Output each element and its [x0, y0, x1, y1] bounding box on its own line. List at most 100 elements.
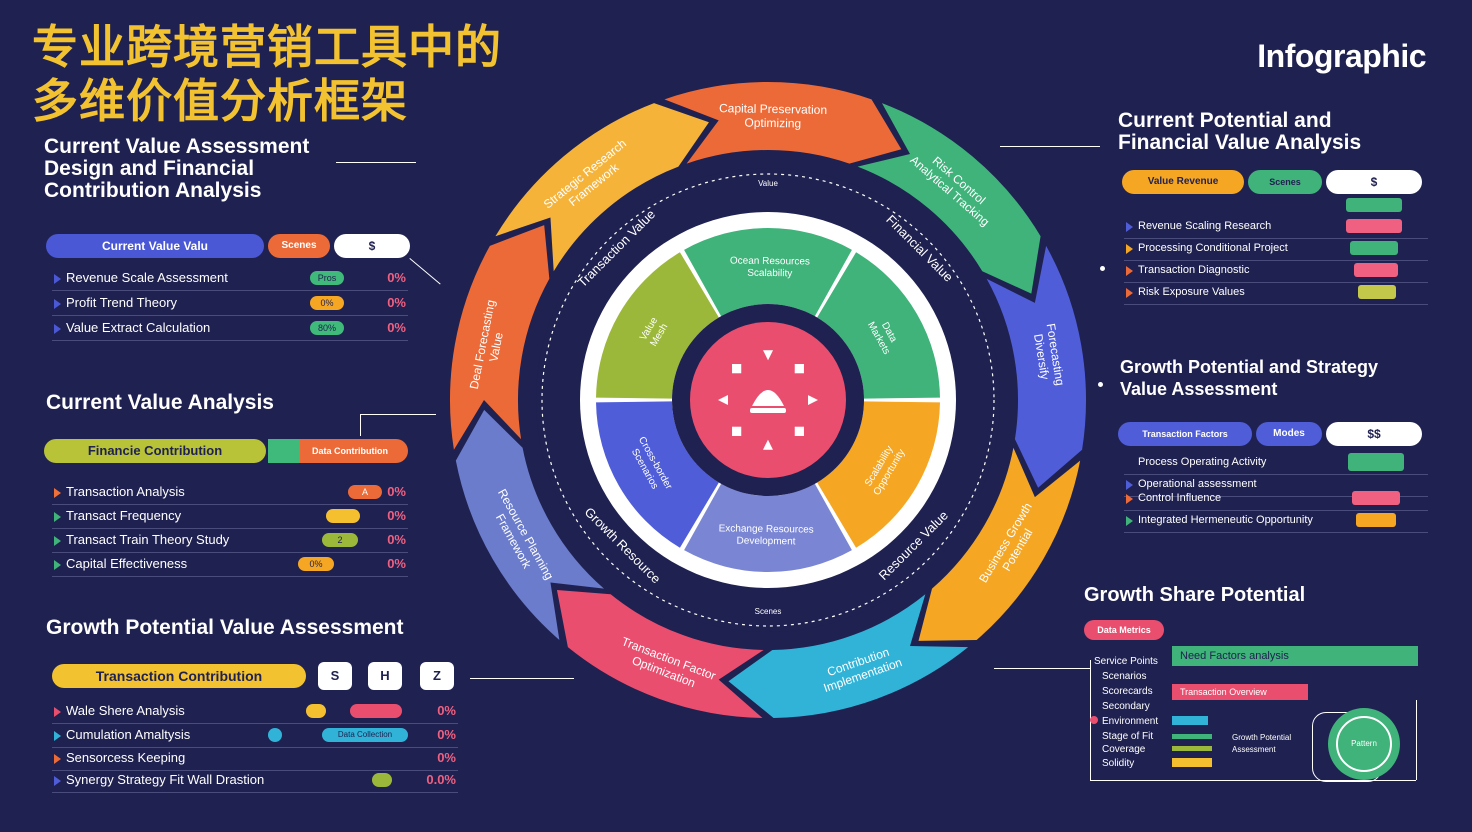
connector-dot [1100, 266, 1105, 271]
right-s3-tab-main[interactable]: Data Metrics [1084, 620, 1164, 640]
segment-label-line2: Optimizing [744, 116, 801, 131]
list-item: Risk Exposure Values [1124, 280, 1428, 305]
left-s1-tab-main[interactable]: Current Value Valu [46, 234, 264, 258]
connector-line [1000, 146, 1100, 147]
connector-line [1416, 700, 1417, 780]
z-button[interactable]: Z [420, 662, 454, 690]
list-item: Transact Train Theory Study 2 0% [52, 528, 408, 553]
h-button[interactable]: H [368, 662, 402, 690]
right-s1-dollar-button[interactable]: $ [1326, 170, 1422, 194]
row-label: Wale Shere Analysis [66, 703, 185, 718]
row-label: Transaction Analysis [66, 484, 185, 499]
row-label: Integrated Hermeneutic Opportunity [1138, 514, 1313, 526]
row-chip: 0% [298, 557, 334, 571]
row-chip: A [348, 485, 382, 499]
right-section2-title: Growth Potential and Strategy Value Asse… [1120, 357, 1379, 399]
value-bar [1354, 263, 1398, 277]
left-s2-tab-secondary[interactable]: Data Contribution [268, 439, 408, 463]
outer-segment [556, 590, 764, 718]
row-label: Transaction Diagnostic [1138, 264, 1250, 276]
arrow-icon [54, 707, 61, 717]
inner-label-line2: Scalability [747, 268, 792, 280]
list-item: Sensorcess Keeping 0% [52, 746, 458, 771]
arrow-icon [54, 731, 61, 741]
dashed-ring [541, 173, 995, 627]
left-s1-dollar-button[interactable]: $ [334, 234, 410, 258]
inner-segment [684, 228, 852, 317]
value-bar [1348, 453, 1404, 471]
row-label: Cumulation Amaltysis [66, 727, 191, 742]
inner-segment [817, 252, 940, 399]
row-label: Revenue Scaling Research [1138, 220, 1272, 232]
row-chip [268, 728, 282, 742]
hub-arrow-icon: ▲ [804, 392, 823, 409]
left-s1-tab-secondary[interactable]: Scenes [268, 234, 330, 258]
list-item: Processing Conditional Project [1124, 236, 1428, 261]
s-button[interactable]: S [318, 662, 352, 690]
row-chip: 2 [322, 533, 358, 547]
list-item: Transaction Analysis A 0% [52, 480, 408, 505]
list-item: Transaction Diagnostic [1124, 258, 1428, 283]
list-item: Synergy Strategy Fit Wall Drastion 0.0% [52, 768, 458, 793]
value-bar [1346, 219, 1402, 233]
arrow-icon [54, 324, 61, 334]
arrow-icon [54, 299, 61, 309]
arrow-icon [1126, 244, 1133, 254]
inner-segment [596, 252, 719, 399]
right-s2-tab-secondary[interactable]: Modes [1256, 422, 1322, 446]
right-s1-tab-secondary[interactable]: Scenes [1248, 170, 1322, 194]
list-item: Wale Shere Analysis 0% [52, 699, 458, 724]
right-s1-tab-main[interactable]: Value Revenue [1122, 170, 1244, 194]
side-text: Assessment [1232, 745, 1276, 754]
row-value: 0% [437, 750, 456, 765]
row-value: 0% [437, 727, 456, 742]
list-item: Profit Trend Theory 0% 0% [52, 291, 408, 316]
hub-arrow-icon: ▼ [760, 436, 777, 455]
connector-dot [1098, 382, 1103, 387]
legend-item: Scorecards [1102, 686, 1153, 697]
outer-segment [450, 225, 550, 450]
row-label: Sensorcess Keeping [66, 750, 186, 765]
legend-item: Secondary [1102, 701, 1150, 712]
arrow-icon [1126, 222, 1133, 232]
transaction-overview-bar: Transaction Overview [1172, 684, 1308, 700]
inner-segment [817, 401, 940, 548]
legend-label: Environment [1102, 716, 1159, 727]
row-label: Revenue Scale Assessment [66, 270, 228, 285]
outer-segment [857, 103, 1041, 294]
left-s3-tab-main[interactable]: Transaction Contribution [52, 664, 306, 688]
connector-line [336, 162, 416, 163]
outer-segment [986, 245, 1086, 488]
row-value: 0% [437, 703, 456, 718]
center-icons: ▼◆▲◆▼◆▲◆ [713, 345, 823, 455]
right-s2-dollar-button[interactable]: $$ [1326, 422, 1422, 446]
legend-item: Stage of Fit [1102, 731, 1154, 742]
inner-label-line1: Ocean Resources [730, 255, 810, 267]
row-value: 0.0% [426, 772, 456, 787]
row-chip: Data Collection [322, 728, 408, 742]
row-label: Operational assessment [1138, 478, 1257, 490]
legend-bar [1172, 746, 1212, 751]
list-item: Control Influence [1124, 486, 1428, 511]
bell-base-icon [750, 408, 786, 413]
row-value: 0% [387, 484, 406, 499]
list-item: Operational assessment [1124, 472, 1428, 497]
right-s2-tab-main[interactable]: Transaction Factors [1118, 422, 1252, 446]
ring-label-top: Value [758, 179, 778, 188]
connector-line [470, 678, 574, 679]
value-bar [1352, 491, 1400, 505]
connector-line [360, 414, 361, 436]
ring-label-bottom: Scenes [755, 607, 782, 616]
list-item: Revenue Scaling Research [1124, 214, 1428, 239]
row-value: 0% [387, 556, 406, 571]
left-section2-title: Current Value Analysis [46, 391, 274, 414]
legend-item: Coverage [1102, 744, 1146, 755]
left-s2-tab-main[interactable]: Financie Contribution [44, 439, 266, 463]
row-label: Process Operating Activity [1138, 456, 1267, 468]
list-item: Revenue Scale Assessment Pros 0% [52, 266, 408, 291]
inner-ring: Ocean ResourcesScalabilityDataMarketsSca… [596, 228, 940, 572]
arrow-icon [54, 488, 61, 498]
